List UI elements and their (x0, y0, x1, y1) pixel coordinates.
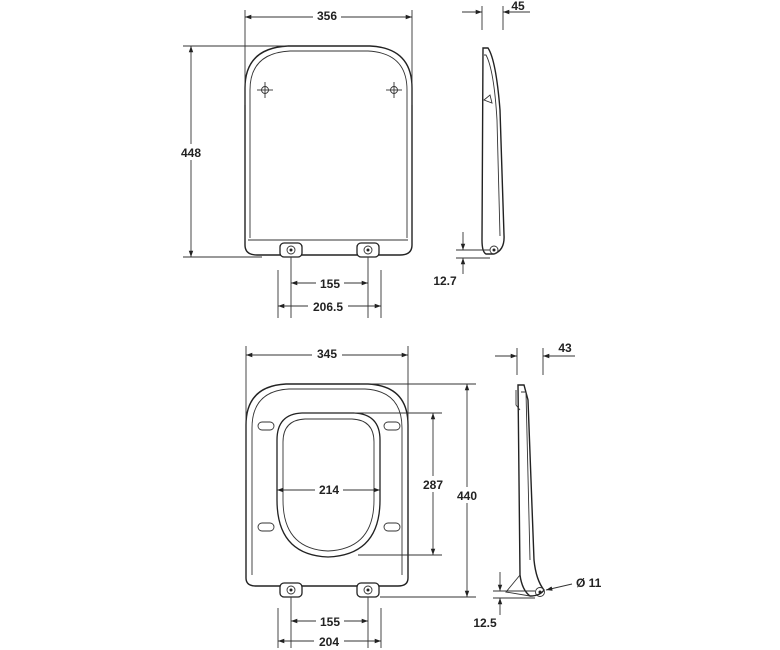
seat-side-profile: 43 12.5 Ø 11 (473, 341, 601, 630)
seat-hinge-left (279, 582, 303, 598)
dim-cover-profile-thickness: 45 (511, 0, 525, 13)
dim-seat-profile-thickness: 43 (558, 341, 572, 355)
dim-seat-hinge-spacing: 155 (320, 615, 340, 629)
dim-seat-opening-depth: 287 (423, 478, 443, 492)
cover-mount-hole-left (257, 82, 273, 98)
dim-seat-hinge-offset: 12.5 (473, 616, 497, 630)
dim-cover-hinge-offset: 12.7 (433, 274, 457, 288)
cover-hinge-left (279, 242, 303, 258)
dim-seat-hinge-outer: 204 (319, 635, 339, 649)
dim-cover-hinge-outer: 206.5 (313, 300, 343, 314)
seat-front-view: 345 214 287 440 155 204 (245, 346, 481, 649)
dim-cover-height: 448 (181, 146, 201, 160)
dim-cover-hinge-spacing: 155 (320, 277, 340, 291)
dim-seat-width: 345 (317, 347, 337, 361)
cover-hinge-right (356, 242, 380, 258)
cover-mount-hole-right (386, 82, 402, 98)
cover-front-view: 356 448 155 206.5 (174, 8, 413, 318)
dim-seat-height: 440 (457, 489, 477, 503)
dim-hinge-pin-diameter: Ø 11 (576, 576, 602, 590)
dim-seat-opening-width: 214 (319, 483, 339, 497)
dim-cover-width: 356 (317, 9, 337, 23)
cover-side-profile: 45 12.7 (433, 0, 530, 288)
seat-hinge-right (356, 582, 380, 598)
